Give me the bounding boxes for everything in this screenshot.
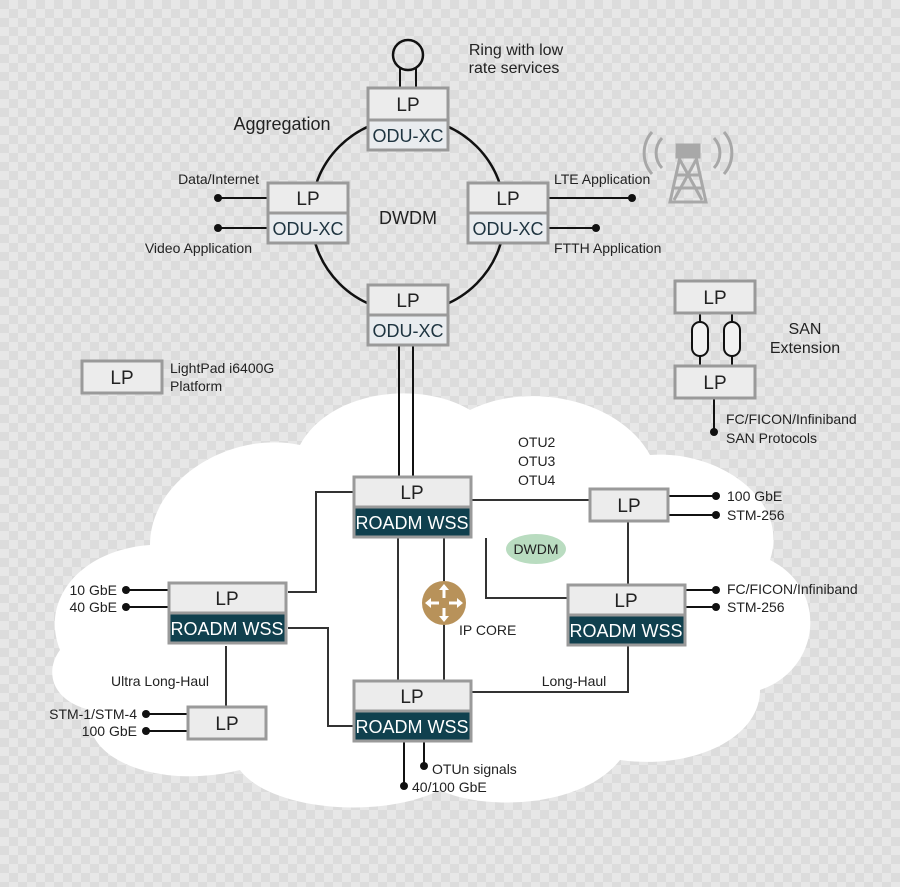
- long-haul-label: Long-Haul: [542, 673, 607, 689]
- roadm-wss-node-bottom[interactable]: LP ROADM WSS: [352, 679, 473, 743]
- ip-core-router-icon: [422, 581, 466, 625]
- lp-label: LP: [215, 589, 238, 610]
- lp-label: LP: [396, 291, 419, 312]
- san-lp-top[interactable]: LP: [673, 279, 757, 315]
- lp-label: LP: [496, 189, 519, 210]
- cloud-connectors: [122, 491, 720, 790]
- lightpad-legend-lp: LP: [80, 359, 164, 395]
- lp-label: LP: [110, 368, 133, 389]
- otu4-label: OTU4: [518, 472, 556, 488]
- lp-label: LP: [703, 373, 726, 394]
- low-rate-ring-icon: [391, 38, 425, 90]
- san-extension-label-2: Extension: [770, 340, 840, 357]
- roadm-wss-label: ROADM WSS: [355, 513, 468, 533]
- odu-xc-node-right[interactable]: LP ODU-XC: [466, 181, 550, 245]
- lp-label: LP: [400, 687, 423, 708]
- roadm-wss-label: ROADM WSS: [569, 621, 682, 641]
- stm256-label-b: STM-256: [727, 599, 785, 615]
- otu2-label: OTU2: [518, 434, 556, 450]
- ring-low-rate-label-2: rate services: [469, 60, 560, 77]
- ring-connectors: [214, 194, 636, 478]
- odu-xc-node-top[interactable]: LP ODU-XC: [366, 86, 450, 152]
- ring-low-rate-label-1: Ring with low: [469, 42, 564, 59]
- odu-xc-label: ODU-XC: [473, 219, 544, 239]
- roadm-wss-label: ROADM WSS: [355, 717, 468, 737]
- gbe40-100-label: 40/100 GbE: [412, 779, 487, 795]
- fc-ficon-label-2: FC/FICON/Infiniband: [727, 581, 858, 597]
- lp-label: LP: [400, 483, 423, 504]
- roadm-wss-node-top[interactable]: LP ROADM WSS: [352, 475, 473, 539]
- lte-application-label: LTE Application: [554, 171, 650, 187]
- stm256-label-a: STM-256: [727, 507, 785, 523]
- san-protocols-label: SAN Protocols: [726, 430, 817, 446]
- lp-label: LP: [296, 189, 319, 210]
- otu3-label: OTU3: [518, 453, 556, 469]
- gbe10-label: 10 GbE: [70, 582, 117, 598]
- lp-node-cloud-left[interactable]: LP: [186, 705, 268, 741]
- san-lp-bottom[interactable]: LP: [673, 364, 757, 400]
- odu-xc-label: ODU-XC: [373, 126, 444, 146]
- ip-core-label: IP CORE: [459, 622, 516, 638]
- lightpad-label-1: LightPad i6400G: [170, 360, 274, 376]
- roadm-wss-label: ROADM WSS: [170, 619, 283, 639]
- lp-label: LP: [614, 591, 637, 612]
- odu-xc-node-left[interactable]: LP ODU-XC: [266, 181, 350, 245]
- roadm-wss-node-right[interactable]: LP ROADM WSS: [566, 583, 687, 647]
- dwdm-ring-label: DWDM: [379, 208, 437, 228]
- fc-ficon-label-1: FC/FICON/Infiniband: [726, 411, 857, 427]
- otun-signals-label: OTUn signals: [432, 761, 517, 777]
- dwdm-badge: DWDM: [506, 534, 566, 564]
- aggregation-label: Aggregation: [233, 114, 330, 134]
- san-connectors: [691, 313, 741, 436]
- dwdm-badge-label: DWDM: [513, 541, 558, 557]
- lp-node-cloud-right[interactable]: LP: [588, 487, 670, 523]
- san-extension-label-1: SAN: [789, 321, 822, 338]
- ftth-application-label: FTTH Application: [554, 240, 661, 256]
- video-application-label: Video Application: [145, 240, 252, 256]
- gbe100-label: 100 GbE: [727, 488, 782, 504]
- ultra-long-haul-label: Ultra Long-Haul: [111, 673, 209, 689]
- odu-xc-label: ODU-XC: [373, 321, 444, 341]
- data-internet-label: Data/Internet: [178, 171, 259, 187]
- cell-tower-icon: [642, 131, 734, 204]
- stm1-stm4-label: STM-1/STM-4: [49, 706, 137, 722]
- lp-label: LP: [396, 95, 419, 116]
- lightpad-label-2: Platform: [170, 378, 222, 394]
- roadm-wss-node-left[interactable]: LP ROADM WSS: [167, 581, 288, 645]
- gbe40-label: 40 GbE: [70, 599, 117, 615]
- lp-label: LP: [617, 496, 640, 517]
- lp-label: LP: [215, 714, 238, 735]
- odu-xc-node-bottom[interactable]: LP ODU-XC: [366, 283, 450, 347]
- gbe100-label-b: 100 GbE: [82, 723, 137, 739]
- lp-label: LP: [703, 288, 726, 309]
- odu-xc-label: ODU-XC: [273, 219, 344, 239]
